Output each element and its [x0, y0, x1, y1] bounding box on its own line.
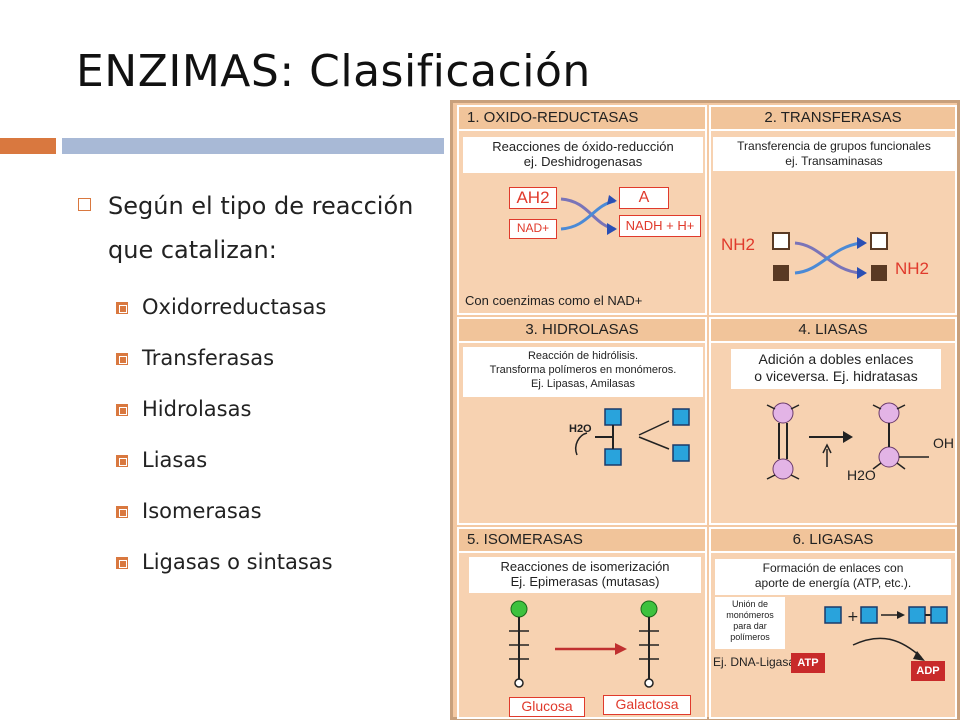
sub-bullet-icon — [116, 302, 128, 314]
panel-description: Reacciones de óxido-reducción ej. Deshid… — [463, 137, 703, 173]
panel-description: Reacciones de isomerización Ej. Epimeras… — [469, 557, 701, 593]
nadh-label: NADH + H+ — [619, 215, 701, 237]
nad-label: NAD+ — [509, 219, 557, 239]
glucosa-label: Glucosa — [509, 697, 585, 717]
sub-bullet: Liasas — [78, 435, 418, 486]
panel-transferasas: 2. TRANSFERASAS Transferencia de grupos … — [709, 105, 957, 315]
panel-heading: 5. ISOMERASAS — [459, 529, 705, 553]
a-label: A — [619, 187, 669, 209]
panel-description: Transferencia de grupos funcionales ej. … — [713, 137, 955, 171]
main-bullet-text: Según el tipo de reacción que catalizan: — [108, 192, 414, 264]
hydrolysis-diagram-icon — [575, 408, 690, 466]
panel-heading: 6. LIGASAS — [711, 529, 955, 553]
sub-bullet-icon — [116, 353, 128, 365]
accent-bar-blue — [62, 138, 444, 154]
svg-text:+: + — [847, 609, 859, 625]
galactosa-label: Galactosa — [603, 695, 691, 715]
panel-liasas: 4. LIASAS Adición a dobles enlaces o vic… — [709, 317, 957, 525]
atp-label: ATP — [791, 653, 825, 673]
oh-label: OH — [933, 435, 954, 451]
slide-title: ENZIMAS: Clasificación — [76, 46, 591, 97]
transfer-diagram-icon — [772, 232, 888, 281]
sub-bullet: Isomerasas — [78, 486, 418, 537]
sub-bullet-list: Oxidorreductasas Transferasas Hidrolasas… — [78, 282, 418, 588]
bullet-list: Según el tipo de reacción que catalizan:… — [78, 184, 418, 588]
sub-bullet-text: Isomerasas — [142, 499, 262, 523]
sub-bullet: Transferasas — [78, 333, 418, 384]
sub-bullet-icon — [116, 506, 128, 518]
panel-heading: 3. HIDROLASAS — [459, 319, 705, 343]
panel-isomerasas: 5. ISOMERASAS Reacciones de isomerizació… — [457, 527, 707, 719]
panel-description: Adición a dobles enlaces o viceversa. Ej… — [731, 349, 941, 389]
main-bullet: Según el tipo de reacción que catalizan: — [78, 184, 418, 272]
nh2-right-label: NH2 — [895, 259, 930, 278]
h2o-label: H2O — [847, 467, 876, 483]
panel-ligasas: 6. LIGASAS Formación de enlaces con apor… — [709, 527, 957, 719]
panel-heading: 1. OXIDO-REDUCTASAS — [459, 107, 705, 131]
ah2-label: AH2 — [509, 187, 557, 209]
sub-bullet-text: Oxidorreductasas — [142, 295, 327, 319]
coenzyme-note: Con coenzimas como el NAD+ — [465, 293, 643, 308]
union-note: Unión de monómeros para dar polímeros — [715, 597, 785, 649]
sub-bullet-text: Liasas — [142, 448, 208, 472]
adp-label: ADP — [911, 661, 945, 681]
enzyme-classification-figure: 1. OXIDO-REDUCTASAS Reacciones de óxido-… — [450, 100, 960, 720]
sub-bullet-text: Ligasas o sintasas — [142, 550, 333, 574]
sub-bullet-icon — [116, 455, 128, 467]
panel-oxidoreductasas: 1. OXIDO-REDUCTASAS Reacciones de óxido-… — [457, 105, 707, 315]
h2o-label: H2O — [569, 423, 592, 435]
accent-bar-orange — [0, 138, 56, 154]
panel-heading: 4. LIASAS — [711, 319, 955, 343]
sub-bullet-text: Hidrolasas — [142, 397, 252, 421]
ligation-diagram-icon: + — [824, 606, 948, 661]
panel-description: Formación de enlaces con aporte de energ… — [715, 559, 951, 595]
panel-description: Reacción de hidrólisis. Transforma polím… — [463, 347, 703, 397]
bullet-square-icon — [78, 198, 91, 211]
sub-bullet: Ligasas o sintasas — [78, 537, 418, 588]
panel-hidrolasas: 3. HIDROLASAS Reacción de hidrólisis. Tr… — [457, 317, 707, 525]
sub-bullet-icon — [116, 404, 128, 416]
sub-bullet: Hidrolasas — [78, 384, 418, 435]
sub-bullet: Oxidorreductasas — [78, 282, 418, 333]
sub-bullet-icon — [116, 557, 128, 569]
redox-arrow-icon — [560, 195, 617, 235]
nh2-left-label: NH2 — [721, 235, 756, 254]
panel-heading: 2. TRANSFERASAS — [711, 107, 955, 131]
dna-ligase-note: Ej. DNA-Ligasa — [713, 655, 796, 669]
sub-bullet-text: Transferasas — [142, 346, 275, 370]
lyase-diagram-icon — [766, 402, 929, 480]
isomerization-diagram-icon — [509, 600, 659, 688]
